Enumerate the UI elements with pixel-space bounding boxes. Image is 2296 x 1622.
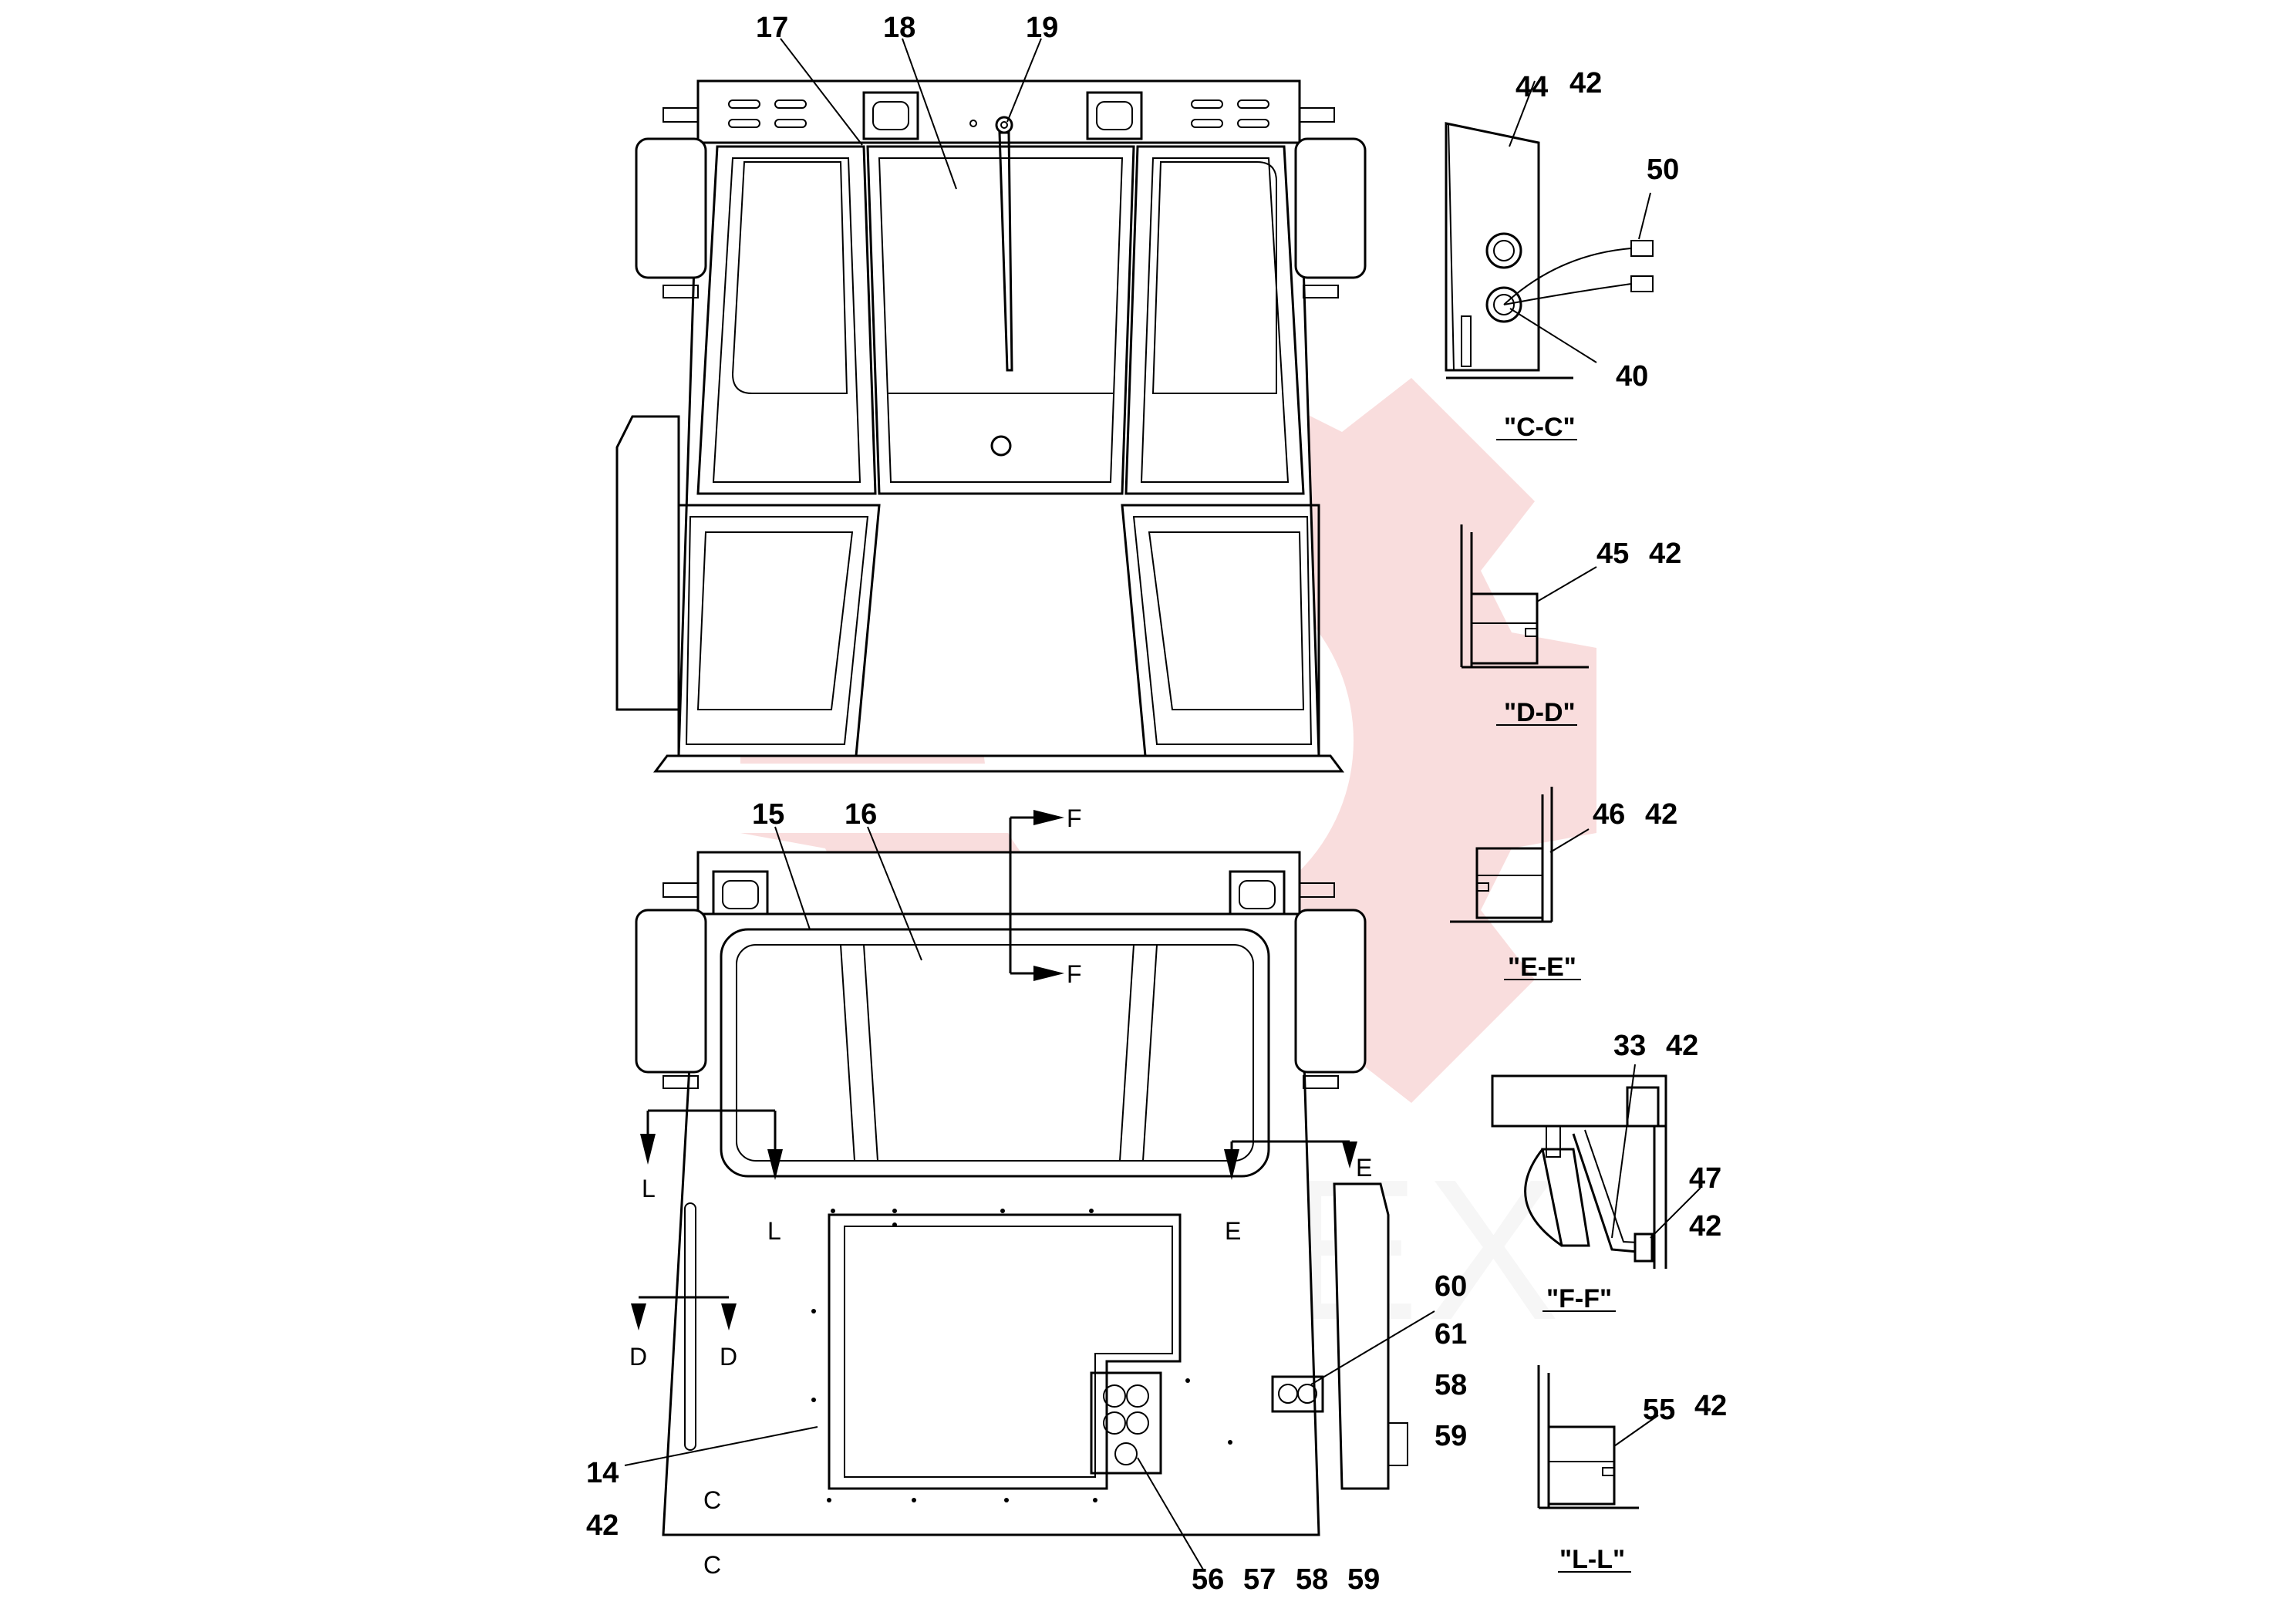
side-step: [615, 415, 680, 711]
section-e-e: [1450, 787, 1590, 980]
label-14: 14: [586, 1457, 619, 1489]
section-c-c: [1445, 80, 1654, 440]
label-42g: 42: [1694, 1390, 1727, 1422]
label-56: 56: [1192, 1563, 1224, 1596]
label-33: 33: [1613, 1030, 1646, 1062]
marker-E1: E: [1225, 1217, 1241, 1245]
label-61: 61: [1435, 1318, 1467, 1351]
label-15: 15: [752, 798, 784, 831]
label-58b: 58: [1435, 1369, 1467, 1401]
marker-F2: F: [1067, 960, 1082, 988]
section-markers: [631, 810, 1357, 1330]
label-17: 17: [756, 12, 788, 44]
title-l-l: "L-L": [1559, 1545, 1625, 1574]
part-labels: 17 18 19 15 16 14 42 56 57 58 59 60 61 5…: [586, 12, 1727, 1596]
window-upper-left: [696, 145, 877, 495]
mirror-right: [1294, 137, 1367, 279]
marker-L2: L: [767, 1217, 781, 1245]
label-58a: 58: [1296, 1563, 1328, 1596]
window-front-upper: [866, 145, 1135, 495]
marker-C1: C: [703, 1486, 721, 1514]
label-42d: 42: [1645, 798, 1677, 831]
marker-L1: L: [642, 1175, 656, 1202]
marker-C2: C: [703, 1551, 721, 1579]
access-panel: [828, 1213, 1182, 1490]
cab-body: [677, 141, 1320, 757]
label-42f: 42: [1689, 1210, 1721, 1243]
marker-D2: D: [720, 1343, 737, 1371]
label-42a: 42: [586, 1509, 619, 1542]
marker-E2: E: [1356, 1154, 1372, 1182]
label-18: 18: [883, 12, 915, 44]
label-46: 46: [1593, 798, 1625, 831]
label-45: 45: [1596, 538, 1629, 570]
side-box: [1333, 1182, 1390, 1490]
cab-front-view: [615, 79, 1367, 773]
socket-panel: [1271, 1375, 1324, 1413]
side-handle: [684, 1202, 696, 1451]
marker-F1: F: [1067, 804, 1082, 832]
wiper-blade: [998, 131, 1013, 372]
mirror-rear-left: [635, 909, 707, 1074]
work-light-right: [1086, 91, 1143, 140]
label-47: 47: [1689, 1162, 1721, 1195]
title-f-f: "F-F": [1546, 1284, 1612, 1313]
rear-light-left: [712, 870, 769, 919]
section-l-l: [1537, 1365, 1659, 1573]
title-d-d: "D-D": [1504, 698, 1576, 727]
section-f-f: [1491, 1064, 1701, 1312]
rear-light-right: [1229, 870, 1286, 919]
label-16: 16: [845, 798, 877, 831]
rear-window-frame: [720, 928, 1270, 1178]
cab-rear-view: [635, 851, 1408, 1536]
label-42c: 42: [1649, 538, 1681, 570]
mirror-rear-right: [1294, 909, 1367, 1074]
label-59a: 59: [1347, 1563, 1380, 1596]
label-55: 55: [1643, 1394, 1675, 1426]
roof-rear: [696, 851, 1301, 916]
title-c-c: "C-C": [1504, 413, 1576, 442]
label-42b: 42: [1569, 67, 1602, 99]
window-upper-right: [1124, 145, 1305, 495]
section-d-d: [1460, 524, 1597, 726]
label-44: 44: [1515, 71, 1548, 103]
label-59b: 59: [1435, 1420, 1467, 1452]
cab-rear-body: [662, 912, 1320, 1536]
label-57: 57: [1243, 1563, 1276, 1596]
label-50: 50: [1647, 153, 1679, 186]
marker-D1: D: [629, 1343, 647, 1371]
leaders-top: [780, 38, 1042, 190]
mirror-left: [635, 137, 707, 279]
switch-panel: [1090, 1371, 1162, 1475]
label-19: 19: [1026, 12, 1058, 44]
label-42e: 42: [1666, 1030, 1698, 1062]
label-40: 40: [1616, 360, 1648, 393]
marker-labels: F F L L E E D D C C: [629, 804, 1372, 1579]
label-60: 60: [1435, 1270, 1467, 1303]
section-titles: "C-C" "D-D" "E-E" "F-F" "L-L": [1504, 413, 1625, 1574]
work-light-left: [862, 91, 919, 140]
leaders-bottom: [624, 826, 1435, 1570]
title-e-e: "E-E": [1508, 953, 1576, 982]
